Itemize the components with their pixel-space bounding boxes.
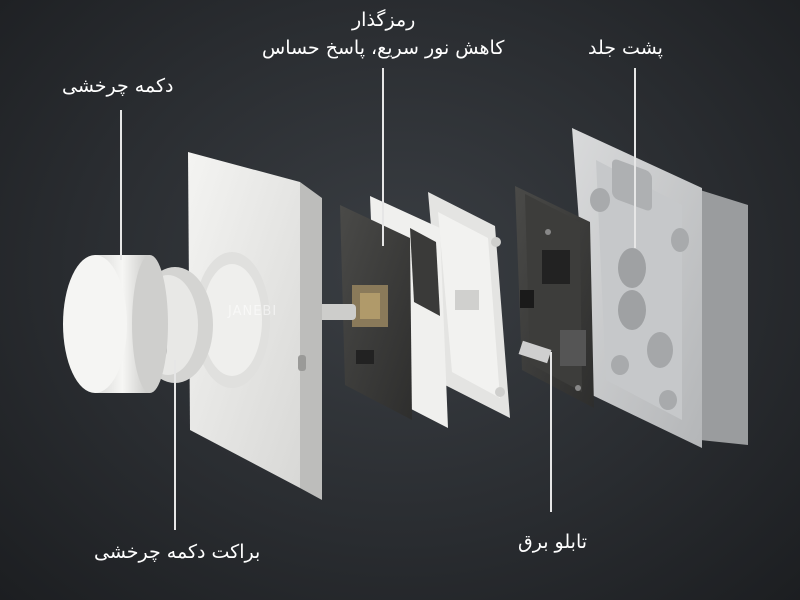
circuit-board-label: تابلو برق [518,531,588,553]
encoder-leader [382,68,384,246]
watermark-logo: JANEBI [228,304,278,319]
circuit-board-part [515,186,594,408]
back-cover-part [572,128,748,448]
encoder-desc-label: کاهش نور سریع، پاسخ حساس [262,37,505,59]
rotary-knob-label: دکمه چرخشی [62,75,174,97]
knob-bracket-label: براکت دکمه چرخشی [94,541,261,563]
encoder-title-label: رمزگذار [352,9,416,31]
back-cover-leader [634,68,636,248]
rotary-knob-part [63,255,168,393]
front-plate-part [188,152,322,500]
middle-frame-part [428,192,510,418]
rotary-knob-leader [120,110,122,260]
back-cover-label: پشت جلد [588,37,663,59]
knob-bracket-leader [174,360,176,530]
encoder-pcb-part [318,205,412,420]
circuit-board-leader [550,352,552,512]
